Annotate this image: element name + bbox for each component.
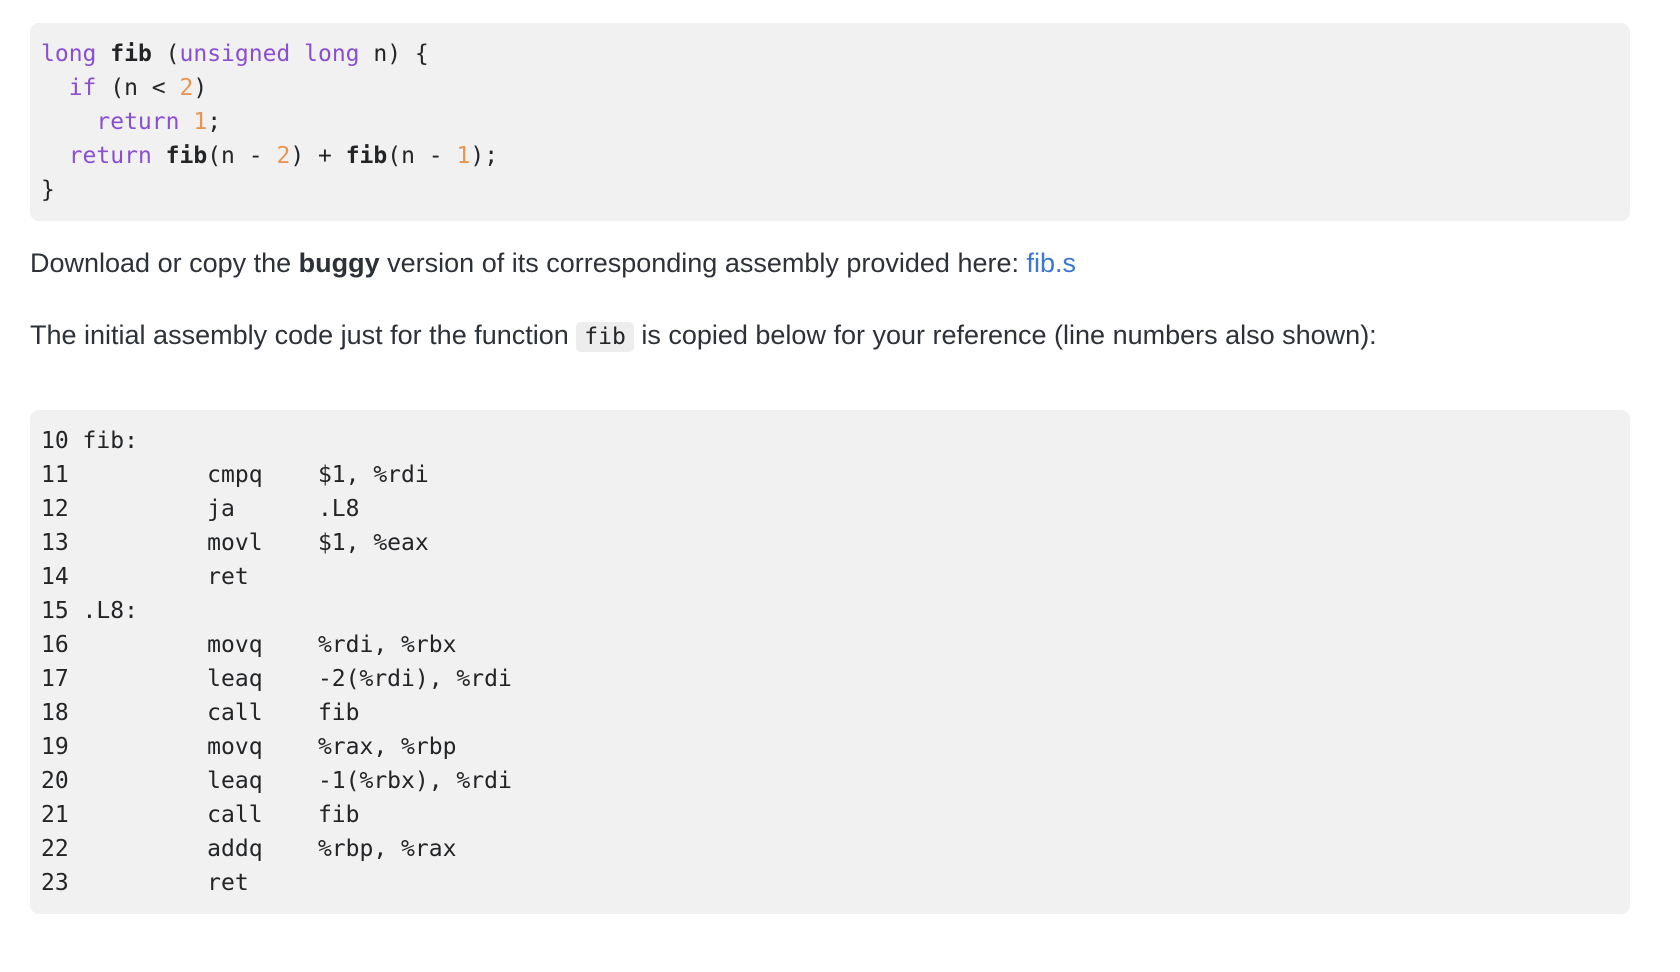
c-code-line: } (41, 177, 55, 203)
asm-code-line: 19 movq %rax, %rbp (41, 734, 457, 760)
reference-text-before-code: The initial assembly code just for the f… (30, 320, 577, 350)
asm-code-line: 18 call fib (41, 700, 360, 726)
assembly-code-block: 10 fib: 11 cmpq $1, %rdi 12 ja .L8 13 movl … (30, 410, 1630, 914)
asm-code-line: 12 ja .L8 (41, 496, 360, 522)
c-code-line: long fib (unsigned long n) { (41, 41, 429, 67)
asm-code-line: 15 .L8: (41, 598, 138, 624)
download-text-after-bold: version of its corresponding assembly pr… (379, 248, 1027, 278)
download-text-before-bold: Download or copy the (30, 248, 299, 278)
fib-s-link[interactable]: fib.s (1026, 248, 1077, 278)
download-paragraph: Download or copy the buggy version of it… (30, 246, 1680, 281)
asm-code-line: 14 ret (41, 564, 249, 590)
asm-code-line: 10 fib: (41, 428, 138, 454)
asm-code-line: 20 leaq -1(%rbx), %rdi (41, 768, 512, 794)
asm-code-line: 13 movl $1, %eax (41, 530, 429, 556)
c-code-line: return 1; (96, 109, 222, 135)
asm-code-line: 17 leaq -2(%rdi), %rdi (41, 666, 512, 692)
asm-code-line: 21 call fib (41, 802, 360, 828)
c-code-line: if (n < 2) (68, 75, 208, 101)
page: long fib (unsigned long n) { if (n < 2) … (30, 23, 1680, 914)
inline-code-fib: fib (576, 322, 634, 352)
c-code-line: return fib(n - 2) + fib(n - 1); (68, 143, 499, 169)
c-source-code-block: long fib (unsigned long n) { if (n < 2) … (30, 23, 1630, 221)
asm-code-line: 11 cmpq $1, %rdi (41, 462, 429, 488)
reference-paragraph: The initial assembly code just for the f… (30, 318, 1680, 355)
buggy-bold-text: buggy (298, 248, 380, 278)
asm-code-line: 16 movq %rdi, %rbx (41, 632, 457, 658)
asm-code-line: 23 ret (41, 870, 249, 896)
asm-code-line: 22 addq %rbp, %rax (41, 836, 457, 862)
reference-text-after-code: is copied below for your reference (line… (633, 320, 1377, 350)
